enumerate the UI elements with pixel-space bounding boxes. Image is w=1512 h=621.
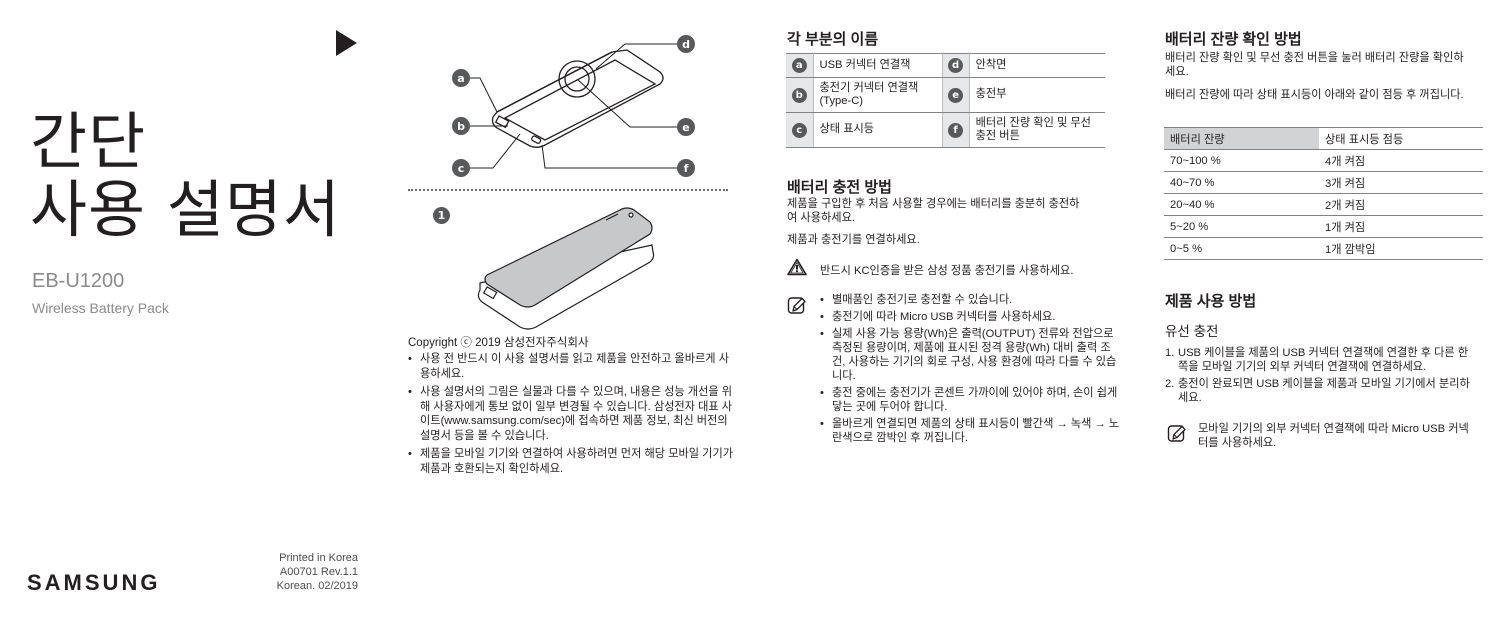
copyright-line: Copyright ⓒ 2019 삼성전자주식회사: [408, 337, 589, 349]
usage-note-text: 모바일 기기의 외부 커넥터 연결잭에 따라 Micro USB 커넥터를 사용…: [1198, 423, 1469, 449]
cover-title-line1: 간단: [30, 105, 147, 178]
table-header-row: 배터리 잔량 상태 표시등 점등: [1164, 127, 1483, 150]
parts-row: a USB 커넥터 연결잭 d 안착면: [786, 53, 1105, 78]
indicator-cell: 1개 켜짐: [1319, 215, 1483, 238]
note-icon: [1167, 425, 1186, 442]
battery-check-section-title: 배터리 잔량 확인 방법: [1165, 31, 1302, 48]
charging-paragraph: 제품과 충전기를 연결하세요.: [787, 234, 920, 246]
callout-a-badge: a: [791, 58, 807, 73]
indicator-cell: 4개 켜짐: [1319, 149, 1483, 172]
table-row: 5~20 % 1개 켜짐: [1164, 215, 1483, 238]
battery-range-cell: 40~70 %: [1164, 171, 1319, 194]
cover-title-line2: 사용 설명서: [30, 173, 341, 246]
step-text: USB 케이블을 제품의 USB 커넥터 연결잭에 연결한 후 다른 한 쪽을 …: [1178, 347, 1469, 373]
precaution-item: 사용 설명서의 그림은 실물과 다를 수 있으며, 내용은 성능 개선을 위해 …: [408, 385, 738, 443]
part-name: 안착면: [969, 53, 1105, 78]
play-arrow-icon: [336, 30, 357, 56]
table-row: 0~5 % 1개 깜박임: [1164, 237, 1483, 260]
parts-row: b 충전기 커넥터 연결잭 (Type-C) e 충전부: [786, 77, 1105, 113]
precaution-item: 제품을 모바일 기기와 연결하여 사용하려면 먼저 해당 모바일 기기가 제품과…: [408, 447, 738, 476]
callout-d-badge: d: [948, 58, 964, 73]
svg-text:b: b: [457, 120, 465, 133]
part-name: 충전부: [969, 77, 1105, 113]
step-number: 2.: [1165, 378, 1175, 390]
charging-section-title: 배터리 충전 방법: [787, 179, 892, 196]
step-number: 1.: [1165, 347, 1175, 359]
svg-text:f: f: [684, 162, 689, 175]
svg-text:e: e: [682, 121, 689, 134]
product-subtitle: Wireless Battery Pack: [32, 300, 169, 316]
step-text: 충전이 완료되면 USB 케이블을 제품과 모바일 기기에서 분리하세요.: [1178, 378, 1470, 404]
battery-range-cell: 20~40 %: [1164, 193, 1319, 216]
print-info-line: Korean. 02/2019: [276, 580, 358, 592]
charging-notes-list: 별매품인 충전기로 충전할 수 있습니다. 충전기에 따라 Micro USB …: [820, 293, 1120, 448]
table-row: 70~100 % 4개 켜짐: [1164, 149, 1483, 172]
callout-c-badge: c: [791, 122, 807, 138]
svg-text:c: c: [458, 162, 465, 175]
battery-check-paragraph: 배터리 잔량 확인 및 무선 충전 버튼을 눌러 배터리 잔량을 확인하세요.: [1165, 52, 1464, 78]
battery-range-cell: 70~100 %: [1164, 149, 1319, 172]
battery-check-paragraph: 배터리 잔량에 따라 상태 표시등이 아래와 같이 점등 후 꺼집니다.: [1165, 89, 1464, 101]
usage-steps-list: 1. USB 케이블을 제품의 USB 커넥터 연결잭에 연결한 후 다른 한 …: [1165, 346, 1475, 408]
samsung-logo: SAMSUNG: [27, 570, 161, 595]
part-name: 배터리 잔량 확인 및 무선 충전 버튼: [969, 112, 1105, 148]
note-item: 별매품인 충전기로 충전할 수 있습니다.: [820, 293, 1120, 307]
parts-section-title: 각 부분의 이름: [787, 31, 879, 48]
note-item: 실제 사용 가능 용량(Wh)은 출력(OUTPUT) 전류와 전압으로 측정된…: [820, 327, 1120, 383]
battery-range-cell: 0~5 %: [1164, 237, 1319, 260]
usage-step: 1. USB 케이블을 제품의 USB 커넥터 연결잭에 연결한 후 다른 한 …: [1165, 346, 1475, 374]
device-parts-diagram: a b c d e f: [452, 35, 695, 177]
table-row: 20~40 % 2개 켜짐: [1164, 193, 1483, 216]
battery-level-table: 배터리 잔량 상태 표시등 점등 70~100 % 4개 켜짐 40~70 % …: [1164, 127, 1483, 260]
column-header: 상태 표시등 점등: [1319, 127, 1483, 150]
charging-paragraph: 제품을 구입한 후 처음 사용할 경우에는 배터리를 충분히 충전하여 사용하세…: [787, 198, 1080, 224]
print-info: Printed in Korea A00701 Rev.1.1 Korean. …: [230, 551, 358, 593]
step-number-badge: 1: [433, 207, 450, 224]
usage-section-title: 제품 사용 방법: [1165, 293, 1257, 310]
battery-range-cell: 5~20 %: [1164, 215, 1319, 238]
parts-table: a USB 커넥터 연결잭 d 안착면 b 충전기 커넥터 연결잭 (Type-…: [786, 53, 1105, 148]
indicator-cell: 2개 켜짐: [1319, 193, 1483, 216]
part-name: 충전기 커넥터 연결잭 (Type-C): [813, 77, 943, 113]
note-item: 충전 중에는 충전기가 콘센트 가까이에 있어야 하며, 손이 쉽게 닿는 곳에…: [820, 386, 1120, 414]
svg-text:a: a: [457, 72, 464, 85]
indicator-cell: 1개 깜박임: [1319, 237, 1483, 260]
callout-e-badge: e: [948, 87, 964, 103]
wired-charging-subtitle: 유선 충전: [1165, 324, 1219, 339]
note-item: 올바르게 연결되면 제품의 상태 표시등이 빨간색 → 녹색 → 노란색으로 깜…: [820, 417, 1120, 445]
precaution-item: 사용 전 반드시 이 사용 설명서를 읽고 제품을 안전하고 올바르게 사용하세…: [408, 352, 738, 381]
cover-title: 간단 사용 설명서: [30, 108, 341, 244]
callout-f-badge: f: [948, 122, 964, 138]
print-info-line: A00701 Rev.1.1: [279, 566, 358, 578]
indicator-cell: 3개 켜짐: [1319, 171, 1483, 194]
precautions-list: 사용 전 반드시 이 사용 설명서를 읽고 제품을 안전하고 올바르게 사용하세…: [408, 352, 738, 480]
warning-text: 반드시 KC인증을 받은 삼성 정품 충전기를 사용하세요.: [820, 265, 1074, 277]
note-item: 충전기에 따라 Micro USB 커넥터를 사용하세요.: [820, 310, 1120, 324]
note-icon: [787, 297, 806, 314]
phone-on-battery-diagram: [477, 207, 655, 330]
usage-step: 2. 충전이 완료되면 USB 케이블을 제품과 모바일 기기에서 분리하세요.: [1165, 377, 1475, 405]
callout-b-badge: b: [791, 87, 807, 103]
model-number: EB-U1200: [32, 270, 125, 292]
parts-row: c 상태 표시등 f 배터리 잔량 확인 및 무선 충전 버튼: [786, 112, 1105, 148]
warning-icon: [787, 258, 807, 276]
print-info-line: Printed in Korea: [279, 552, 358, 564]
part-name: 상태 표시등: [813, 112, 943, 148]
column-header: 배터리 잔량: [1164, 127, 1319, 150]
svg-text:d: d: [682, 38, 690, 51]
section-divider: [408, 189, 728, 191]
part-name: USB 커넥터 연결잭: [813, 53, 943, 78]
table-row: 40~70 % 3개 켜짐: [1164, 171, 1483, 194]
